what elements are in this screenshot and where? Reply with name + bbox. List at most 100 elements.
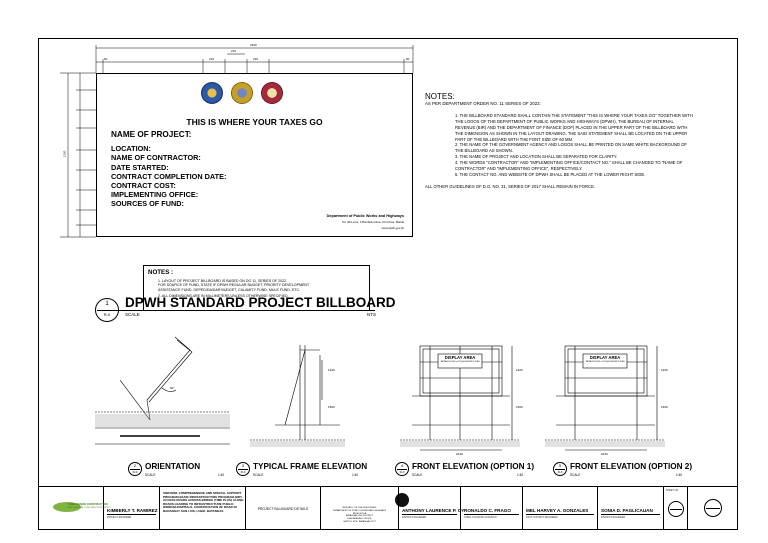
tb-sheet-content-text: PROJECT BILLBOARD DETAILS — [257, 507, 309, 511]
note-line: 1. THE BILLBOARD STANDARD SHALL CONTAIN … — [455, 112, 693, 118]
field-sources-of-fund: SOURCES OF FUND: — [111, 199, 184, 209]
billboard-layout: THIS IS WHERE YOUR TAXES GO NAME OF PROJ… — [96, 73, 413, 237]
tb-agency-line: REGION IV-A — [352, 512, 367, 515]
opt1-display-area-sub: TARPAULIN (2440 x 1220) AS SHOWN IN PLAN — [440, 361, 480, 363]
notes-box-line: FOR SOURCE OF FUND, STATE IF DPWH REGULA… — [158, 283, 310, 288]
field-completion-date: CONTRACT COMPLETION DATE: — [111, 171, 227, 181]
notes-right-final: ALL OTHER GUIDELINES OF D.O. NO. 31, SER… — [425, 183, 596, 189]
contractor-logo-icon — [53, 502, 81, 512]
tb-signatory-name: RONALDO C. FRAGO — [464, 508, 511, 513]
main-view-sheet: R-0 — [103, 312, 111, 317]
view-2-scale-label: SCALE — [145, 473, 156, 477]
dimension-logo-1: 210 — [209, 57, 215, 61]
view-5-sheet: R-0 — [557, 470, 563, 474]
opt2-display-area-label: DISPLAY AREA — [589, 355, 621, 360]
tb-sheet-contents: PROJECT BILLBOARD DETAILS — [246, 487, 321, 529]
view-2-number: 2 — [133, 463, 137, 468]
tb-agency-line: CAPITOL SITE, BATANGAS CITY — [342, 520, 377, 523]
notes-right-heading: NOTES: — [425, 92, 455, 101]
view-3-number: 3 — [241, 463, 245, 468]
field-date-started: DATE STARTED: — [111, 162, 169, 172]
opt2-dim-upper: 1220 — [661, 368, 668, 372]
notes-right-panel: NOTES: AS PER DEPARTMENT ORDER NO. 11 SE… — [425, 93, 730, 190]
view-2-bubble: 2 R-0 — [128, 462, 142, 476]
billboard-agency-name: Department of Public Works and Highways — [326, 214, 404, 218]
orientation-frame — [146, 336, 191, 401]
tb-signatory-2: ANTHONY LAURENCE P. OY DISTRICT ENGINEER — [399, 487, 465, 529]
tb-signatory-5: SONIA D. PAGLICAUAN DISTRICT ENGINEER — [598, 487, 664, 529]
note-line: REVENUE (BIR) AND THE DEPARTMENT OF FINA… — [455, 124, 688, 130]
view-4-scale-label: SCALE — [412, 473, 423, 477]
field-project-name: NAME OF PROJECT: — [111, 130, 192, 139]
billboard-slogan: THIS IS WHERE YOUR TAXES GO — [186, 117, 323, 127]
dof-logo-icon — [261, 82, 283, 104]
tb-company: PHEB-MANOR CONSTRUCTION AND GENERAL CONS… — [38, 487, 111, 529]
view-5-scale-value: 1:40 — [676, 473, 683, 477]
opt1-dim-upper: 1220 — [516, 368, 523, 372]
main-view-scale-label: SCALE — [125, 312, 140, 317]
opt2-display-area-sub: TARPAULIN (2440 x 1220) AS SHOWN IN PLAN — [585, 361, 625, 363]
note-line: THE BILLBOARD AS SHOWN. — [455, 148, 513, 154]
tb-sheet-bubble — [668, 501, 684, 517]
tb-signatory-3: RONALDO C. FRAGO CHIEF, PLANNING & DESIG… — [461, 487, 523, 529]
field-location: LOCATION: — [111, 144, 151, 154]
view-4-number: 4 — [400, 463, 404, 468]
tb-signatory-name: SONIA D. PAGLICAUAN — [601, 508, 653, 513]
tb-company-line1: PHEB-MANOR CONSTRUCTION — [68, 503, 108, 506]
view-3-title: TYPICAL FRAME ELEVATION — [253, 462, 368, 471]
note-line: 2. THE NAME OF THE GOVERNMENT AGENCY AND… — [455, 142, 687, 148]
tb-agency-line: BATANGAS 2ND DISTRICT — [345, 515, 374, 518]
dimension-logo-gap: 210 — [231, 49, 237, 53]
billboard-agency-website: www.dpwh.gov.ph — [381, 226, 404, 230]
view-4-scale-value: 1:40 — [517, 473, 524, 477]
billboard-width-dimension: 2440 — [250, 43, 257, 47]
view-3-sheet: R-0 — [240, 470, 246, 474]
view-5-title: FRONT ELEVATION (OPTION 2) — [570, 462, 693, 471]
opt1-display-area-label: DISPLAY AREA — [444, 355, 476, 360]
billboard-fields: NAME OF PROJECT: LOCATION: NAME OF CONTR… — [111, 130, 226, 209]
billboard-agency-address: Tel. 304-xxxx; 1 Bonifacio Drive, Port A… — [341, 220, 404, 224]
frame-dim-upper: 1220 — [328, 368, 335, 372]
view-4-bubble: 4 R-0 — [395, 462, 409, 476]
view-3-scale-label: SCALE — [253, 473, 264, 477]
bir-logo-icon — [231, 82, 253, 104]
title-block: PHEB-MANOR CONSTRUCTION AND GENERAL CONS… — [38, 486, 738, 530]
tb-agency-line: REPUBLIC OF THE PHILIPPINES — [342, 507, 377, 509]
dpwh-logo-icon — [201, 82, 223, 104]
north-arrow-icon — [704, 499, 722, 517]
note-line: CONTRACTOR" AND "IMPLEMENTING OFFICE", R… — [455, 166, 583, 172]
opt2-width-dim: 2440 — [601, 452, 608, 456]
drawing-sheet-border — [38, 38, 738, 530]
field-contract-cost: CONTRACT COST: — [111, 181, 176, 191]
note-line: 5. THE CONTACT NO. AND WEBSITE OF DPWH S… — [455, 171, 646, 177]
note-line: THE DIMENSION AS SHOWN IN THE LAYOUT DRA… — [455, 130, 688, 136]
tb-signatory-name: MEL HARVEY A. GONZALES — [526, 508, 589, 513]
view-3-scale-value: 1:40 — [352, 473, 359, 477]
note-line: PART OF THE BILLBOARD WITH THE FONT SIZE… — [455, 136, 574, 142]
note-line: 3. THE NAME OF PROJECT AND LOCATION SHAL… — [455, 154, 618, 160]
tb-prepared-by: KIMBERLY T. RAMIREZ PROJECT ENGINEER — [104, 487, 160, 529]
main-view-scale-value: NTS — [367, 312, 376, 317]
tb-sheet-label: SHEET NO. — [666, 489, 679, 492]
tb-project: UNIFORM, COMPREHENSIVE AND SPECIAL SUPPO… — [160, 487, 246, 529]
opt1-width-dim: 2440 — [456, 452, 463, 456]
main-view-number: 1 — [105, 301, 109, 307]
frame-dim-lower: 1500 — [328, 405, 335, 409]
tb-signatory-name: KIMBERLY T. RAMIREZ — [107, 508, 158, 513]
notes-right-subheading: AS PER DEPARTMENT ORDER NO. 11 SERIES OF… — [425, 101, 541, 106]
tb-signatory-name: ANTHONY LAURENCE P. OY — [402, 508, 465, 513]
view-3-bubble: 3 R-0 — [236, 462, 250, 476]
tb-project-description: UNIFORM, COMPREHENSIVE AND SPECIAL SUPPO… — [163, 491, 244, 513]
dimension-left-margin: 60 — [104, 57, 108, 61]
tb-agency-line: ENGINEERING OFFICE — [347, 518, 372, 521]
tb-north — [688, 487, 736, 529]
tb-company-line2: AND GENERAL CONSTRUCTION SUPPLY — [68, 507, 111, 509]
tb-signatory-role: PROJECT ENGINEER — [107, 516, 132, 519]
view-5-bubble: 5 R-0 — [553, 462, 567, 476]
tb-signatory-role: CHIEF, PLANNING & DESIGN — [464, 516, 497, 519]
notes-box-line: 2. ALL DIMENSIONS ARE IN MILLIMETERS UNL… — [158, 293, 289, 298]
tb-agency: REPUBLIC OF THE PHILIPPINES DEPARTMENT O… — [321, 487, 399, 529]
view-4-sheet: R-0 — [399, 470, 405, 474]
tb-agency-text: REPUBLIC OF THE PHILIPPINES DEPARTMENT O… — [321, 507, 398, 524]
